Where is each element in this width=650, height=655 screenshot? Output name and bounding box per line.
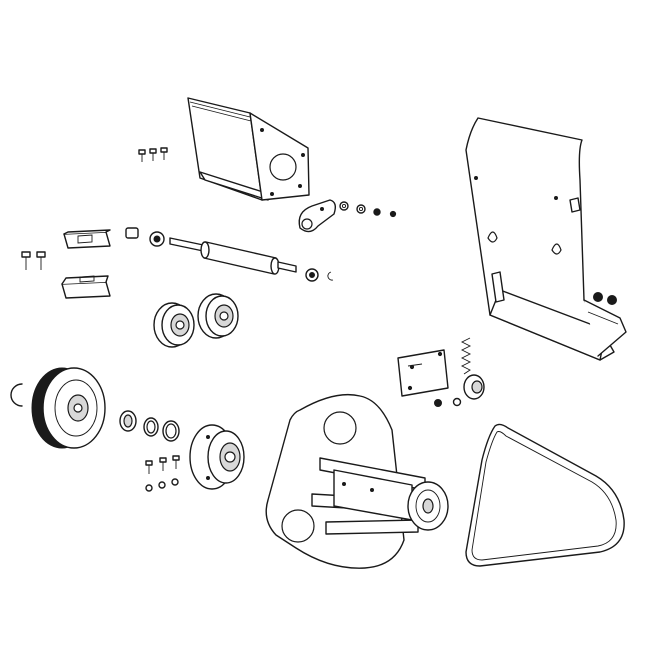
bearing-small [149, 231, 165, 247]
clamp-block-upper [63, 229, 111, 249]
bushing [125, 227, 139, 239]
washer-nut-row [339, 201, 397, 218]
spacer-ring-3 [162, 420, 180, 442]
hub-flange [189, 424, 245, 490]
drive-belt [465, 423, 625, 567]
drive-shaft [169, 237, 297, 275]
tension-plate [397, 349, 449, 397]
guard-cover [465, 117, 627, 361]
clamp-block-lower [61, 275, 111, 299]
pulley-left [153, 302, 195, 348]
drum-wheel [31, 367, 106, 449]
idler-nuts [434, 397, 462, 407]
retaining-clip-shaft [327, 271, 334, 281]
shaft-nut [305, 268, 319, 282]
screw-pair-left [21, 251, 46, 270]
retaining-clip-large [10, 383, 23, 407]
bolt-set-bottom [145, 455, 180, 492]
spacer-ring-2 [143, 417, 159, 437]
cap-nuts [593, 292, 617, 305]
idler-pulley [463, 374, 485, 400]
link-plate [298, 199, 337, 233]
spacer-ring-1 [119, 410, 137, 432]
pulley-right [197, 293, 239, 339]
rotor-assembly [311, 457, 449, 535]
mounting-bracket-top [187, 97, 310, 201]
tension-spring [460, 337, 472, 375]
bolt-set-top [138, 147, 168, 162]
